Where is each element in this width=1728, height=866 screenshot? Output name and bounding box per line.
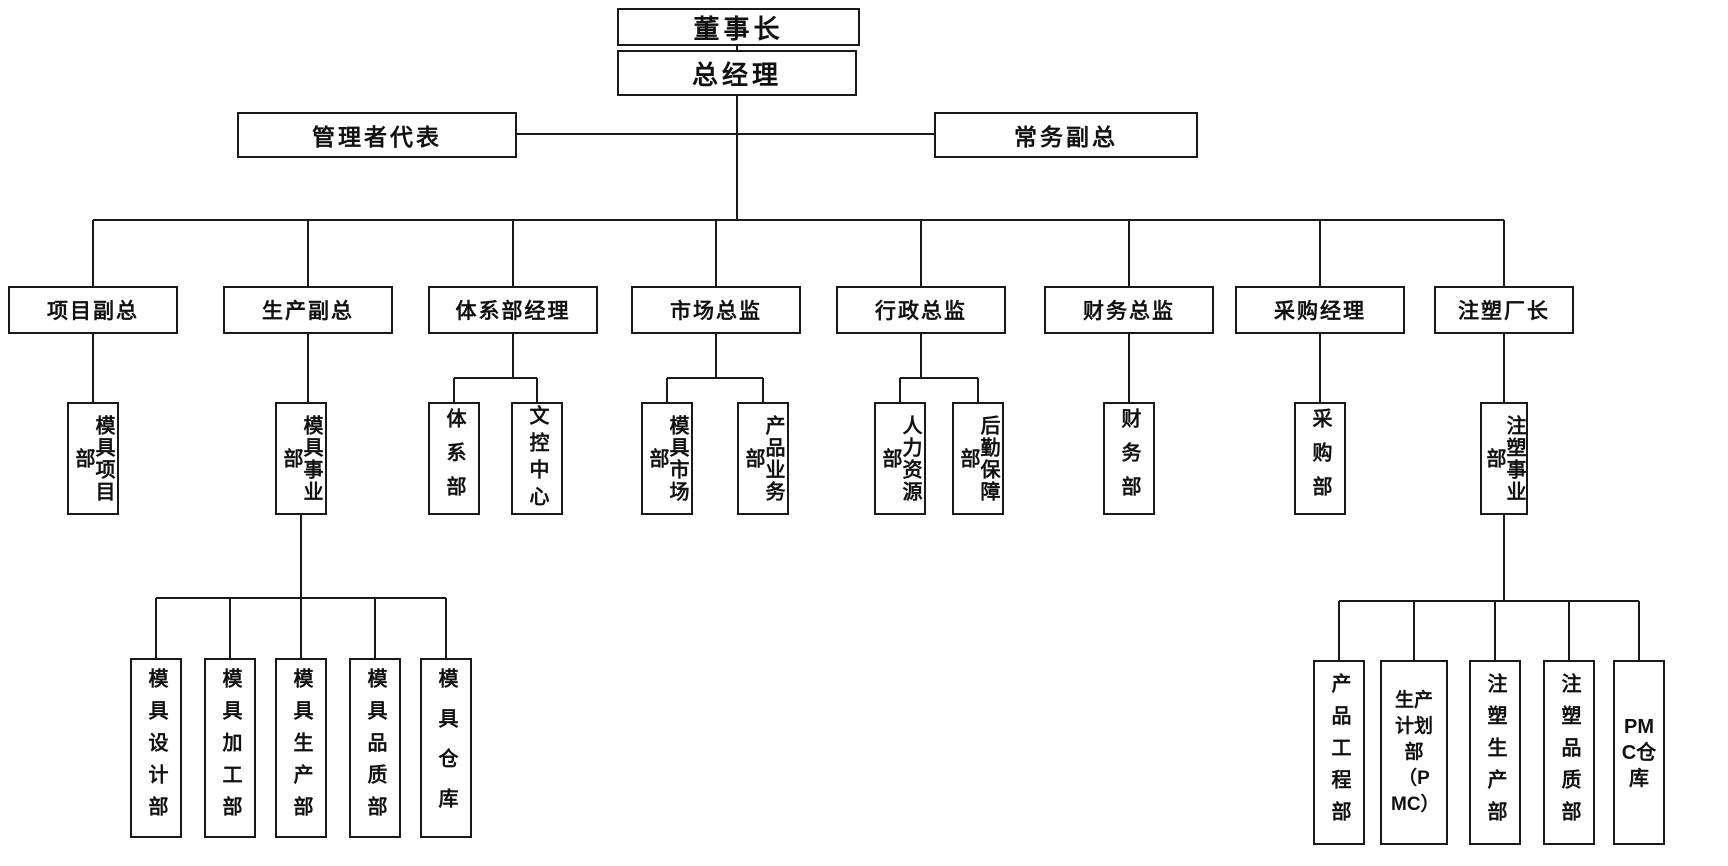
org-node-label: 注塑品质部 [1558, 672, 1580, 833]
org-node-label: 模具生产部 [290, 668, 312, 828]
org-node-chairman: 董事长 [617, 8, 860, 46]
org-node-hr-dept: 人力资源部 [874, 402, 926, 515]
org-node-management-rep: 管理者代表 [237, 112, 517, 158]
org-node-label: 模具品质部 [364, 668, 386, 828]
org-node-production-vp: 生产副总 [223, 286, 393, 334]
org-node-label: 模具项目部 [72, 414, 114, 503]
org-node-label: 文控中心 [526, 404, 548, 513]
org-node-mold-quality-dept: 模具品质部 [349, 658, 401, 838]
org-node-purchasing-manager: 采购经理 [1235, 286, 1405, 334]
org-node-label: 注塑事业部 [1483, 414, 1525, 503]
org-node-admin-director: 行政总监 [836, 286, 1006, 334]
org-node-injection-production-dept: 注塑生产部 [1469, 660, 1521, 845]
org-node-finance-director: 财务总监 [1044, 286, 1214, 334]
org-node-label: 模具设计部 [145, 668, 167, 828]
org-node-injection-plant-director: 注塑厂长 [1434, 286, 1574, 334]
org-node-mold-marketing-dept: 模具市场部 [641, 402, 693, 515]
org-node-general-manager: 总经理 [617, 50, 857, 96]
org-node-label: 采购部 [1309, 407, 1331, 510]
org-node-executive-vp: 常务副总 [934, 112, 1198, 158]
org-node-mold-warehouse: 模具仓库 [420, 658, 472, 838]
org-node-production-planning-dept: 生产计划部（PMC） [1380, 660, 1448, 845]
org-node-logistics-support-dept: 后勤保障部 [952, 402, 1004, 515]
org-node-mold-machining-dept: 模具加工部 [204, 658, 256, 838]
org-node-marketing-director: 市场总监 [631, 286, 801, 334]
org-node-project-vp: 项目副总 [8, 286, 178, 334]
org-node-injection-business-div: 注塑事业部 [1480, 402, 1528, 515]
org-node-mold-production-dept: 模具生产部 [275, 658, 327, 838]
org-node-label: 人力资源部 [879, 414, 921, 503]
org-node-pmc-warehouse: PMC仓库 [1613, 660, 1665, 845]
org-node-label: 模具仓库 [435, 668, 457, 828]
org-node-label: 后勤保障部 [957, 414, 999, 503]
org-node-finance-dept: 财务部 [1103, 402, 1155, 515]
org-node-injection-quality-dept: 注塑品质部 [1543, 660, 1595, 845]
org-node-mold-business-div: 模具事业部 [275, 402, 327, 515]
org-node-mold-project-dept: 模具项目部 [67, 402, 119, 515]
org-node-mold-design-dept: 模具设计部 [130, 658, 182, 838]
org-node-label: 财务部 [1118, 407, 1140, 510]
org-node-label: 产品业务部 [742, 414, 784, 503]
org-node-label: PMC仓库 [1621, 715, 1657, 790]
org-node-doc-control-center: 文控中心 [511, 402, 563, 515]
org-node-label: 产品工程部 [1328, 672, 1350, 833]
org-node-label: 体系部 [443, 407, 465, 510]
org-node-label: 注塑生产部 [1484, 672, 1506, 833]
org-node-system-dept-manager: 体系部经理 [428, 286, 598, 334]
org-node-label: 模具加工部 [219, 668, 241, 828]
org-node-label: 模具市场部 [646, 414, 688, 503]
org-node-product-business-dept: 产品业务部 [737, 402, 789, 515]
org-node-system-dept: 体系部 [428, 402, 480, 515]
org-node-purchasing-dept: 采购部 [1294, 402, 1346, 515]
org-node-label: 模具事业部 [280, 414, 322, 503]
org-node-label: 生产计划部（PMC） [1391, 689, 1440, 815]
org-node-product-eng-dept: 产品工程部 [1313, 660, 1365, 845]
